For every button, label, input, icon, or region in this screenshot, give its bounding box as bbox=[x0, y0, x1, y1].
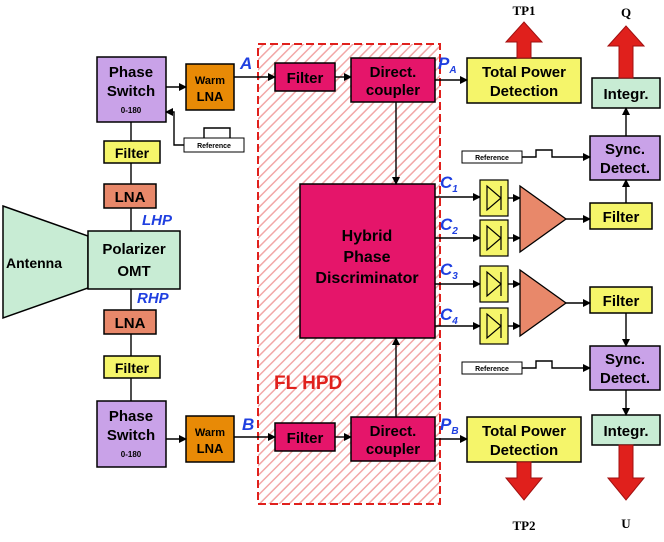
signal-pb-label: PB bbox=[440, 415, 459, 437]
polarizer-omt bbox=[87, 230, 181, 290]
filter-lower-left-label: Filter bbox=[115, 360, 150, 376]
total-power-top-label2: Detection bbox=[490, 83, 558, 100]
filter-right-top-label: Filter bbox=[603, 209, 640, 226]
reference-right-top-label: Reference bbox=[475, 155, 509, 162]
signal-b-label: B bbox=[242, 415, 254, 434]
reference-right-bottom-label: Reference bbox=[475, 366, 509, 373]
signal-a-label: A bbox=[239, 54, 252, 73]
phase-switch-bottom bbox=[96, 400, 167, 468]
filter-right-top bbox=[589, 202, 653, 230]
phase-switch-top-range: 0-180 bbox=[121, 106, 142, 115]
rhp-label: RHP bbox=[137, 290, 170, 307]
phase-switch-top-label: Phase bbox=[109, 64, 153, 81]
sync-detect-bottom bbox=[589, 345, 661, 391]
u-arrow bbox=[606, 444, 646, 501]
signal-c2-label: C2 bbox=[440, 215, 458, 237]
signal-c3-label: C3 bbox=[440, 260, 458, 282]
total-power-detection-bottom bbox=[466, 416, 582, 463]
filter-right-bottom bbox=[589, 286, 653, 314]
omt-label: OMT bbox=[117, 263, 150, 280]
q-arrow bbox=[606, 25, 646, 79]
warm-lna-top-label: Warm bbox=[195, 75, 225, 87]
directional-coupler-bottom-label: Direct. bbox=[370, 423, 417, 440]
hybrid-phase-discriminator bbox=[299, 183, 436, 339]
sync-detect-top-label2: Detect. bbox=[600, 160, 650, 177]
detector-diode-c1 bbox=[479, 179, 509, 217]
phase-switch-bottom-label2: Switch bbox=[107, 427, 155, 444]
warm-lna-bottom-label2: LNA bbox=[197, 441, 224, 456]
sync-detect-top-label: Sync. bbox=[605, 141, 645, 158]
lna-top-label: LNA bbox=[115, 189, 146, 206]
signal-c1-label: C1 bbox=[440, 173, 458, 195]
integrator-bottom-label: Integr. bbox=[603, 423, 648, 440]
integrator-top-label: Integr. bbox=[603, 86, 648, 103]
signal-pa-label: PA bbox=[438, 54, 457, 76]
directional-coupler-top-label2: coupler bbox=[366, 82, 420, 99]
hpd-label-1: Hybrid bbox=[342, 228, 393, 245]
warm-lna-bottom-label: Warm bbox=[195, 427, 225, 439]
filter-hpd-bottom-label: Filter bbox=[287, 430, 324, 447]
phase-switch-bottom-label: Phase bbox=[109, 408, 153, 425]
sync-detect-top bbox=[589, 135, 661, 181]
filter-upper-left-label: Filter bbox=[115, 145, 150, 161]
warm-lna-bottom bbox=[185, 415, 235, 463]
hpd-label-3: Discriminator bbox=[315, 270, 418, 287]
total-power-top-label: Total Power bbox=[482, 64, 566, 81]
antenna-label: Antenna bbox=[6, 255, 62, 271]
u-label: U bbox=[621, 516, 631, 531]
differential-amplifier-top bbox=[519, 184, 568, 254]
total-power-detection-top bbox=[466, 57, 582, 104]
phase-switch-top-label2: Switch bbox=[107, 83, 155, 100]
hpd-label-2: Phase bbox=[343, 249, 390, 266]
filter-right-bottom-label: Filter bbox=[603, 293, 640, 310]
detector-diode-c2 bbox=[479, 219, 509, 257]
q-label: Q bbox=[621, 5, 631, 20]
differential-amplifier-bottom bbox=[519, 268, 568, 338]
reference-left-label: Reference bbox=[197, 143, 231, 150]
detector-diode-c4 bbox=[479, 307, 509, 345]
sync-detect-bottom-label2: Detect. bbox=[600, 370, 650, 387]
directional-coupler-top bbox=[350, 57, 436, 103]
sync-detect-bottom-label: Sync. bbox=[605, 351, 645, 368]
phase-switch-bottom-range: 0-180 bbox=[121, 450, 142, 459]
lna-bottom-label: LNA bbox=[115, 315, 146, 332]
lna-bottom bbox=[103, 309, 157, 335]
filter-hpd-top bbox=[274, 62, 336, 92]
filter-lower-left bbox=[103, 355, 161, 379]
detector-diode-c3 bbox=[479, 265, 509, 303]
filter-hpd-top-label: Filter bbox=[287, 70, 324, 87]
filter-upper-left bbox=[103, 140, 161, 164]
warm-lna-top-label2: LNA bbox=[197, 89, 224, 104]
total-power-bottom-label2: Detection bbox=[490, 442, 558, 459]
lhp-label: LHP bbox=[142, 212, 173, 229]
directional-coupler-top-label: Direct. bbox=[370, 64, 417, 81]
phase-switch-top bbox=[96, 56, 167, 123]
total-power-bottom-label: Total Power bbox=[482, 423, 566, 440]
tp2-arrow bbox=[504, 461, 544, 501]
tp2-label: TP2 bbox=[512, 518, 535, 533]
fl-hpd-label: FL HPD bbox=[274, 373, 342, 394]
lna-top bbox=[103, 183, 157, 209]
tp1-label: TP1 bbox=[512, 3, 535, 18]
tp1-arrow bbox=[504, 21, 544, 59]
signal-c4-label: C4 bbox=[440, 305, 458, 327]
directional-coupler-bottom-label2: coupler bbox=[366, 441, 420, 458]
polarizer-label: Polarizer bbox=[102, 241, 166, 258]
